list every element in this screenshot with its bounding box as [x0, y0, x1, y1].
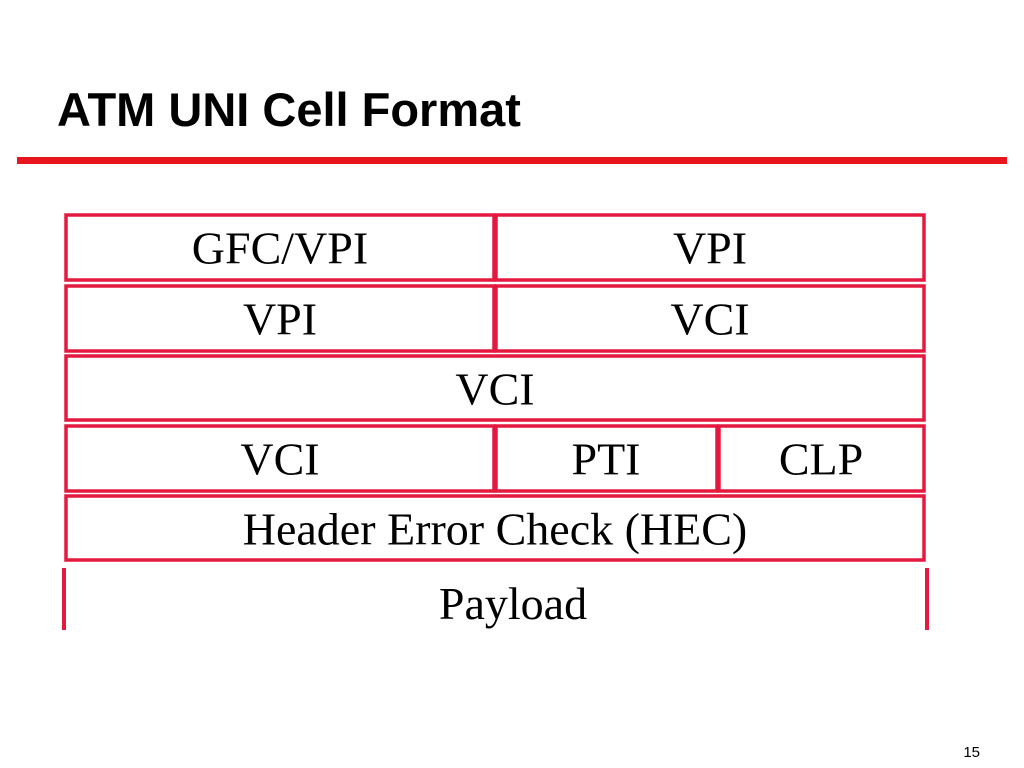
slide-title: ATM UNI Cell Format — [57, 83, 521, 136]
vpi-label: VPI — [243, 294, 317, 345]
vci-field — [64, 354, 926, 422]
header-row-4: VCI PTI CLP — [64, 424, 926, 493]
vpi-field — [494, 213, 926, 282]
vpi-label: VPI — [673, 223, 747, 274]
header-row-5: Header Error Check (HEC) — [64, 494, 926, 562]
hec-label: Header Error Check (HEC) — [243, 504, 748, 555]
vci-field — [494, 284, 926, 353]
vci-field — [64, 424, 496, 493]
vpi-field — [64, 284, 496, 353]
pti-label: PTI — [572, 434, 641, 485]
vci-label: VCI — [455, 364, 534, 415]
vci-label: VCI — [240, 434, 319, 485]
gfc-vpi-label: GFC/VPI — [192, 223, 368, 274]
payload-label: Payload — [439, 578, 587, 629]
pti-field — [494, 424, 719, 493]
title-underline — [17, 157, 1007, 164]
header-row-3: VCI — [64, 354, 926, 422]
clp-label: CLP — [779, 434, 863, 485]
header-row-2: VPI VCI — [64, 284, 926, 353]
clp-field — [717, 424, 926, 493]
payload-section: Payload — [62, 568, 929, 630]
hec-field — [64, 494, 926, 562]
header-row-1: GFC/VPI VPI — [64, 213, 926, 282]
gfc-vpi-field — [64, 213, 496, 282]
vci-label: VCI — [670, 294, 749, 345]
page-number: 15 — [963, 744, 980, 761]
